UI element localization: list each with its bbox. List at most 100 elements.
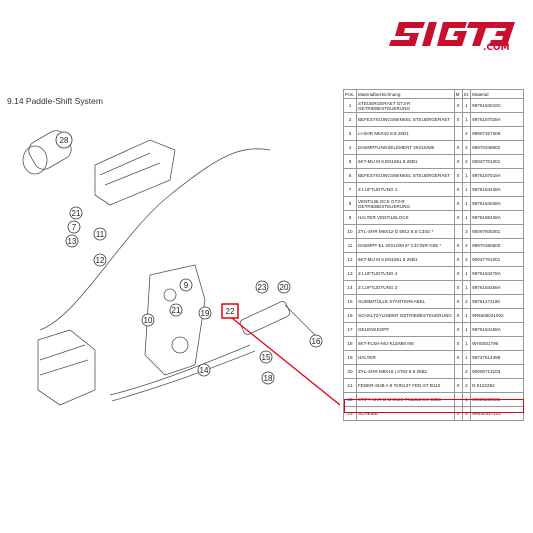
cell-m: X xyxy=(453,378,463,393)
cell-pos: 18 xyxy=(343,336,357,351)
cell-m xyxy=(453,224,463,239)
cell-m: X xyxy=(453,280,463,295)
cell-mat: 99970348602 xyxy=(470,140,524,155)
cell-st: 1 xyxy=(461,98,472,113)
cell-st: 2 xyxy=(461,406,472,421)
cell-m: X xyxy=(453,238,463,253)
cell-m: X xyxy=(453,336,463,351)
cell-mat: 9976187018A xyxy=(470,168,524,183)
callout-10: 10 xyxy=(141,313,155,327)
cell-desc: DAEMPFUNGSELEMENT 25X15/M6 xyxy=(355,140,455,155)
cell-mat: 99737514398 xyxy=(470,350,524,365)
callout-16: 16 xyxy=(309,334,323,348)
cell-mat: 9976184458A xyxy=(470,280,524,295)
cell-desc: 6KT-MU M 6 EN1661 8 26B1 xyxy=(355,154,455,169)
mounting-plate xyxy=(144,264,206,376)
cell-desc: BEFESTIGUNGSWINKEL STEUERGERAET xyxy=(355,168,455,183)
cell-pos: 20 xyxy=(343,364,357,379)
cell-st: 1 xyxy=(461,210,472,225)
cell-mat: 90037701001 xyxy=(470,154,524,169)
cell-m: X xyxy=(453,350,463,365)
svg-text:21: 21 xyxy=(72,209,81,218)
callout-11: 11 xyxy=(93,227,107,241)
cell-st: 4 xyxy=(461,252,472,267)
air-line-2 xyxy=(109,344,251,396)
cell-mat: WHS001796 xyxy=(470,336,524,351)
cell-st: 4 xyxy=(461,126,472,141)
callout-13: 13 xyxy=(65,234,79,248)
svg-text:20: 20 xyxy=(280,283,289,292)
cell-desc: SCHALTZYLINDER GETRIEBESTEUERUNG xyxy=(355,308,455,323)
svg-text:22: 22 xyxy=(226,307,235,316)
cell-pos: 19 xyxy=(343,350,357,365)
callout-9: 9 xyxy=(179,278,193,292)
cell-m xyxy=(453,364,463,379)
cell-desc: Z LUFTLEITUNG 2 xyxy=(355,280,455,295)
svg-text:14: 14 xyxy=(200,366,209,375)
cell-mat: 99970350500 xyxy=(470,238,524,253)
cell-pos: 14 xyxy=(343,280,357,295)
callout-22: 22 xyxy=(221,303,239,319)
cell-m: X xyxy=(453,322,463,337)
parts-table: Pos. Materialbezeichnung M St. Material … xyxy=(343,89,524,421)
cell-m: X xyxy=(453,406,463,421)
callout-21: 21 xyxy=(69,206,83,220)
cell-st: 1 xyxy=(461,322,472,337)
cell-desc: BEFESTIGUNGSWINKEL STEUERGERAET xyxy=(355,112,455,127)
cell-m: X xyxy=(453,98,463,113)
svg-text:11: 11 xyxy=(96,230,105,239)
cell-pos: 23 xyxy=(343,406,357,421)
sigt3-logo xyxy=(389,22,515,46)
callout-14: 14 xyxy=(197,363,211,377)
cell-pos: 8 xyxy=(343,196,357,211)
callout-23: 23 xyxy=(255,280,269,294)
cell-mat: 99907327309 xyxy=(470,126,524,141)
cell-pos: 5 xyxy=(343,154,357,169)
cell-m xyxy=(453,392,463,407)
air-line-3 xyxy=(111,350,256,402)
cell-pos: 2 xyxy=(343,112,357,127)
cell-mat: 9976184158A xyxy=(470,322,524,337)
cell-desc: Z LUFTLEITUNG 4 xyxy=(355,266,455,281)
cell-st: 2 xyxy=(461,378,472,393)
cell-m: X xyxy=(453,140,463,155)
cell-desc: ZYL-SHR M8X16 I 4762 8.8 26B1 xyxy=(355,364,455,379)
control-unit xyxy=(37,329,96,406)
cell-desc: HALTER VENTILBLOCK xyxy=(355,210,455,225)
cell-m: X xyxy=(453,196,463,211)
cell-mat: 99761271190 xyxy=(470,294,524,309)
cell-mat: 9976184018C xyxy=(470,98,524,113)
cell-pos: 9 xyxy=(343,210,357,225)
callout-7: 7 xyxy=(67,220,81,234)
cell-m: X xyxy=(453,210,463,225)
cell-m: X xyxy=(453,294,463,309)
cell-desc: 6KT-FLSH-MU-KLEMM M6 xyxy=(355,336,455,351)
svg-text:15: 15 xyxy=(262,353,271,362)
part-28-end xyxy=(22,145,48,175)
cell-mat: 9976184048A xyxy=(470,196,524,211)
svg-text:23: 23 xyxy=(258,283,267,292)
